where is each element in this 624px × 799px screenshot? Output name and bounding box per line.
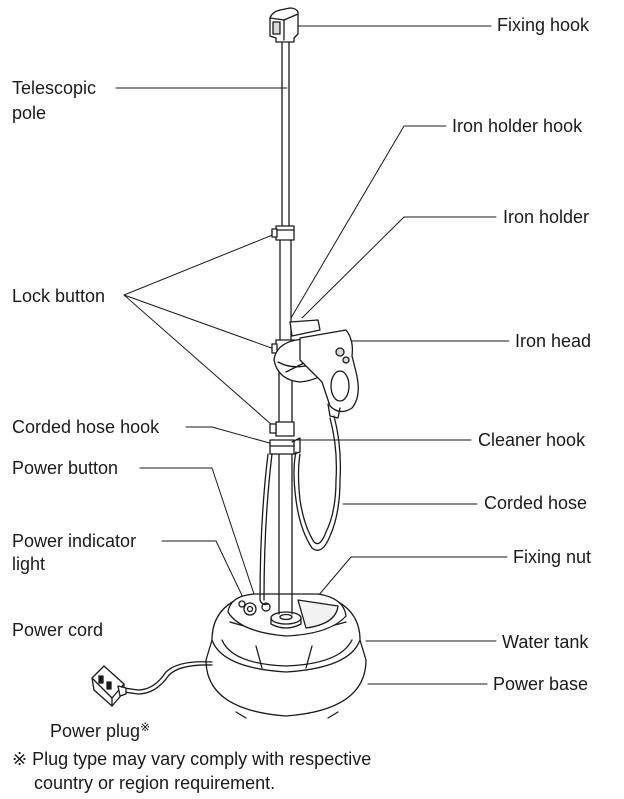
label-power-indicator-line2: light bbox=[12, 554, 46, 574]
power-plug bbox=[91, 665, 127, 707]
power-cord bbox=[123, 661, 213, 695]
label-corded-hose-hook: Corded hose hook bbox=[12, 417, 160, 437]
leader-lines bbox=[115, 25, 510, 685]
cleaner-hook bbox=[291, 437, 301, 455]
iron-holder-hook bbox=[289, 319, 321, 337]
label-cleaner-hook: Cleaner hook bbox=[478, 430, 586, 450]
corded-hose bbox=[259, 415, 342, 606]
label-power-plug-text: Power plug bbox=[50, 721, 141, 741]
footnote-line2: country or region requirement. bbox=[34, 773, 276, 793]
footnote-mark: ※ bbox=[140, 720, 151, 734]
fixing-hook bbox=[269, 7, 299, 43]
label-power-cord: Power cord bbox=[12, 620, 104, 640]
label-fixing-hook: Fixing hook bbox=[497, 15, 590, 35]
fixing-nut bbox=[270, 611, 302, 629]
label-power-plug: Power plug※ bbox=[50, 720, 150, 742]
label-power-base: Power base bbox=[493, 674, 589, 694]
label-iron-holder-hook: Iron holder hook bbox=[452, 116, 583, 136]
label-fixing-nut: Fixing nut bbox=[513, 547, 592, 567]
lock-button-upper bbox=[271, 225, 295, 241]
iron-head bbox=[299, 329, 359, 419]
label-power-button: Power button bbox=[12, 458, 119, 478]
telescopic-pole bbox=[278, 39, 293, 615]
label-water-tank: Water tank bbox=[502, 632, 589, 652]
lock-button-lower bbox=[269, 421, 295, 437]
power-button-control bbox=[243, 602, 257, 616]
footnote: ※ Plug type may vary comply with respect… bbox=[12, 747, 371, 795]
footnote-line1: ※ Plug type may vary comply with respect… bbox=[12, 749, 372, 769]
corded-hose-hook bbox=[269, 439, 295, 455]
label-corded-hose: Corded hose bbox=[484, 493, 588, 513]
power-indicator-light-control bbox=[238, 600, 271, 612]
label-iron-head: Iron head bbox=[515, 331, 592, 351]
label-telescopic-pole-line2: pole bbox=[12, 103, 47, 123]
label-telescopic-pole-line1: Telescopic bbox=[12, 78, 97, 98]
label-lock-button: Lock button bbox=[12, 286, 106, 306]
label-iron-holder: Iron holder bbox=[503, 207, 590, 227]
label-power-indicator-line1: Power indicator bbox=[12, 531, 137, 551]
